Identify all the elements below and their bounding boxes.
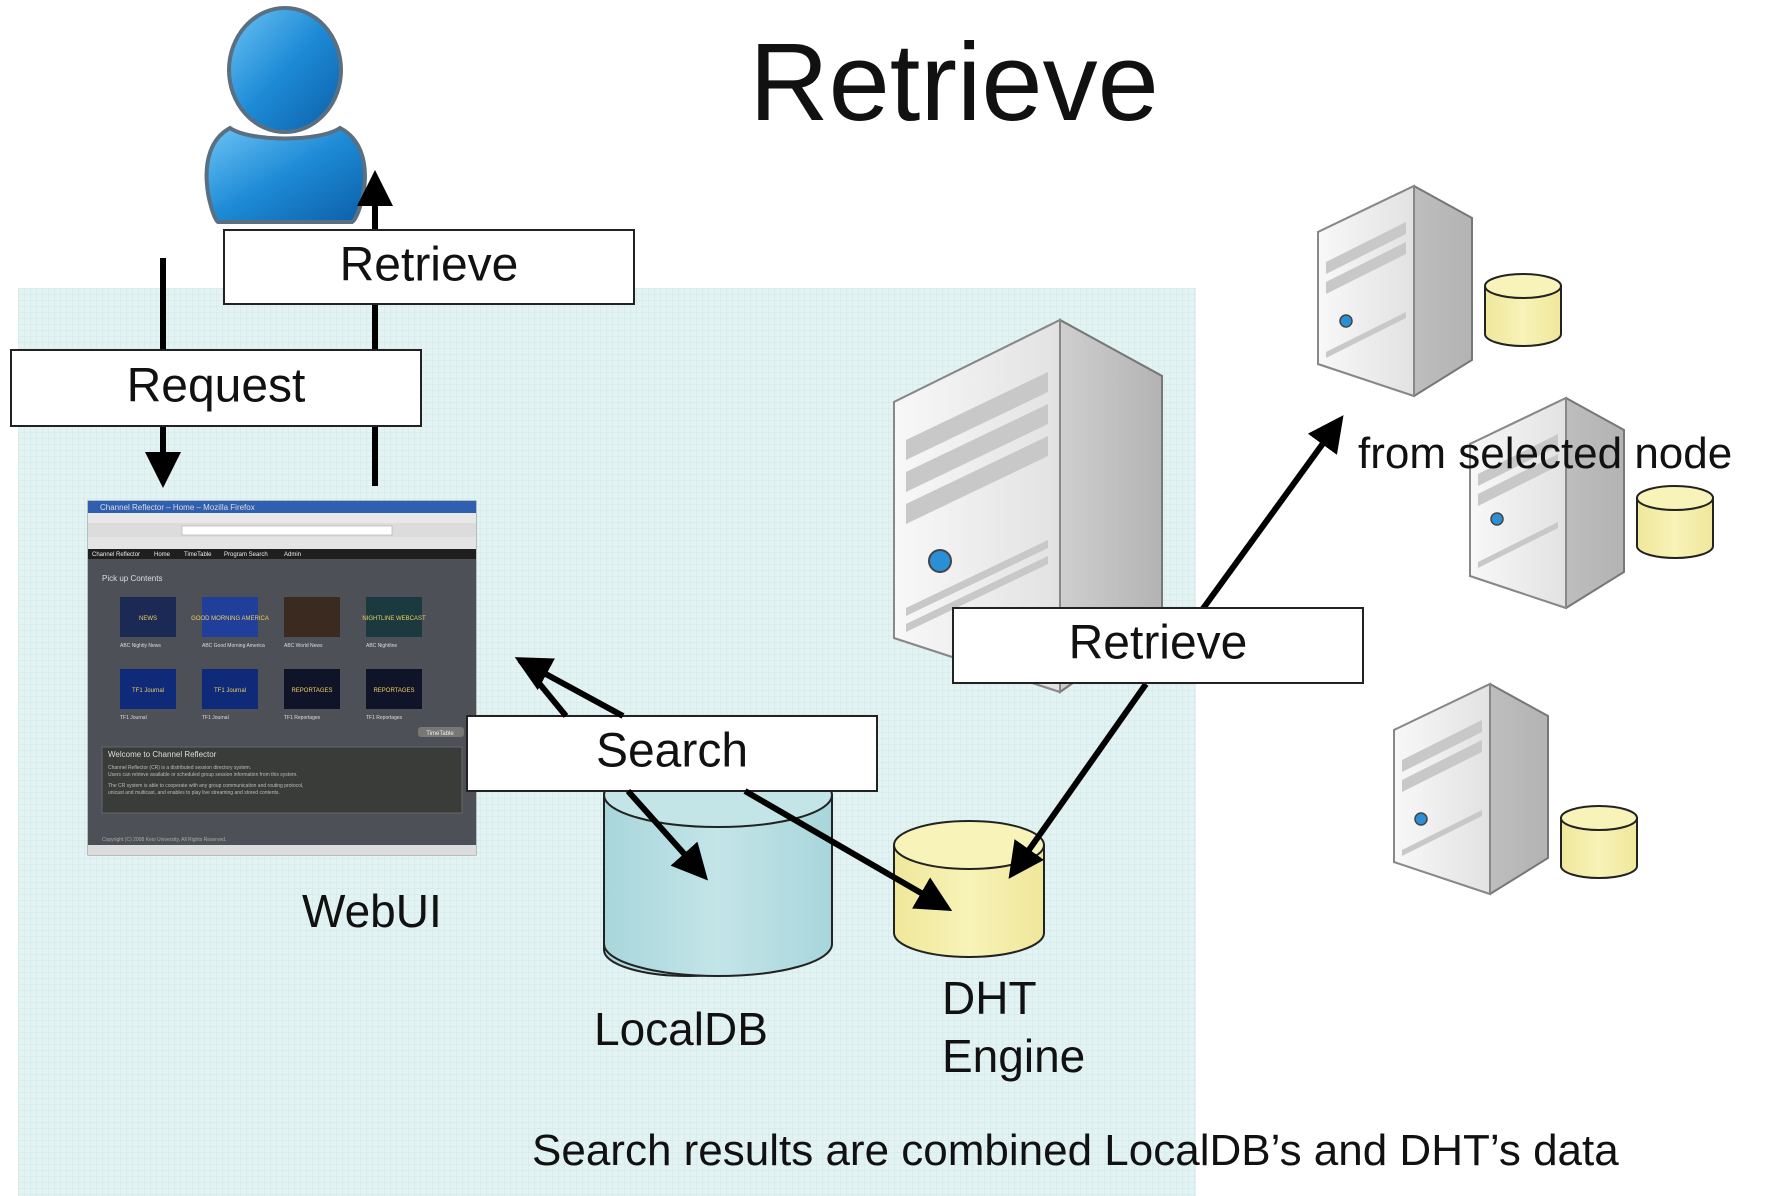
timetable-link[interactable]: TimeTable	[426, 731, 454, 737]
tile-art-text: NIGHTLINE WEBCAST	[362, 616, 426, 622]
retrieve-arrow-to-node	[1199, 415, 1344, 612]
tile-art-text: NEWS	[139, 616, 157, 622]
caption: Search results are combined LocalDB’s an…	[532, 1126, 1619, 1175]
tile-thumbnail[interactable]	[284, 597, 340, 637]
tile-thumbnail[interactable]	[366, 597, 422, 637]
tile-art-text: REPORTAGES	[373, 688, 414, 694]
remote-db-icon	[1484, 273, 1562, 347]
diagram-title: Retrieve	[749, 21, 1159, 144]
content-tile[interactable]: GOOD MORNING AMERICA ABC Good Morning Ame…	[191, 597, 269, 649]
tile-thumbnail[interactable]	[120, 669, 176, 709]
tile-thumbnail[interactable]	[202, 597, 258, 637]
tile-caption: TF1 Reportages	[366, 715, 403, 721]
remote-db-icon	[1636, 485, 1714, 559]
search-arrow-to-webui	[514, 657, 625, 719]
tiles-grid: NEWS ABC Nightly News GOOD MORNING AMERICA…	[120, 597, 426, 721]
tile-caption: ABC Nightly News	[120, 643, 161, 649]
tile-caption: ABC Nightline	[366, 643, 397, 649]
tile-caption: ABC Good Morning America	[202, 643, 265, 649]
request-label-box: Request	[10, 349, 422, 427]
nav-item[interactable]: TimeTable	[184, 552, 212, 558]
tile-caption: TF1 Journal	[202, 715, 229, 721]
localdb-label: LocalDB	[594, 1003, 768, 1055]
content-tile[interactable]: REPORTAGES TF1 Reportages	[366, 669, 422, 721]
remote-server-icon	[1317, 184, 1473, 398]
tile-art-text: TF1 Journal	[214, 688, 246, 694]
tile-caption: ABC World News	[284, 643, 323, 649]
content-tile[interactable]: NEWS ABC Nightly News	[120, 597, 176, 649]
tile-thumbnail[interactable]	[366, 669, 422, 709]
search-arrow-to-localdb	[625, 789, 708, 881]
user-icon	[204, 6, 367, 224]
search-label: Search	[596, 725, 748, 778]
dht-label-line1: DHT	[942, 972, 1037, 1024]
tile-art-text: REPORTAGES	[291, 688, 332, 694]
search-label-box: Search	[466, 715, 878, 792]
content-tile[interactable]: ABC World News	[284, 597, 340, 649]
retrieve-arrow-to-dht	[1008, 682, 1149, 879]
dht-label-line2: Engine	[942, 1030, 1085, 1082]
webui-footer: Copyright (C) 2008 Keio University, All …	[102, 837, 226, 843]
from-selected-node-label: from selected node	[1358, 429, 1732, 478]
remote-server-icon	[1393, 682, 1549, 896]
content-tile[interactable]: NIGHTLINE WEBCAST ABC Nightline	[362, 597, 426, 649]
welcome-line: The CR system is able to cooperate with …	[108, 783, 303, 789]
welcome-line: Channel Reflector (CR) is a distributed …	[108, 765, 251, 771]
retrieve-label-box: Retrieve	[223, 229, 635, 305]
webui-window-title: Channel Reflector – Home – Mozilla Firef…	[100, 503, 255, 512]
webui-label: WebUI	[302, 885, 442, 937]
remote-server-icon	[1469, 396, 1625, 610]
search-arrow-to-webui-2	[517, 658, 569, 718]
request-label: Request	[127, 360, 306, 413]
retrieve-dht-label: Retrieve	[1069, 617, 1248, 670]
tile-art-text: GOOD MORNING AMERICA	[191, 616, 269, 622]
remote-db-icon	[1560, 805, 1638, 879]
retrieve-dht-label-box: Retrieve	[952, 607, 1364, 684]
welcome-line: Users can retrieve available or schedule…	[108, 772, 298, 778]
tile-art-text: TF1 Journal	[132, 688, 164, 694]
tile-thumbnail[interactable]	[120, 597, 176, 637]
nav-item[interactable]: Channel Reflector	[92, 552, 140, 558]
welcome-line: unicast and multicast, and enables to pl…	[108, 790, 280, 796]
section-heading: Pick up Contents	[102, 574, 162, 583]
nav-item[interactable]: Program Search	[224, 552, 268, 558]
search-arrow-to-dht	[743, 788, 953, 912]
dht-engine-cylinder	[893, 820, 1045, 958]
tile-caption: TF1 Reportages	[284, 715, 321, 721]
content-tile[interactable]: REPORTAGES TF1 Reportages	[284, 669, 340, 721]
webui-screenshot: Channel Reflector – Home – Mozilla Firef…	[87, 500, 477, 856]
retrieve-label: Retrieve	[340, 239, 519, 292]
local-server-icon	[893, 318, 1163, 694]
localdb-cylinder	[603, 762, 833, 977]
nav-item[interactable]: Admin	[284, 552, 301, 558]
tile-thumbnail[interactable]	[284, 669, 340, 709]
tile-thumbnail[interactable]	[202, 669, 258, 709]
nav-item[interactable]: Home	[154, 552, 171, 558]
welcome-heading: Welcome to Channel Reflector	[108, 750, 217, 759]
tile-caption: TF1 Journal	[120, 715, 147, 721]
